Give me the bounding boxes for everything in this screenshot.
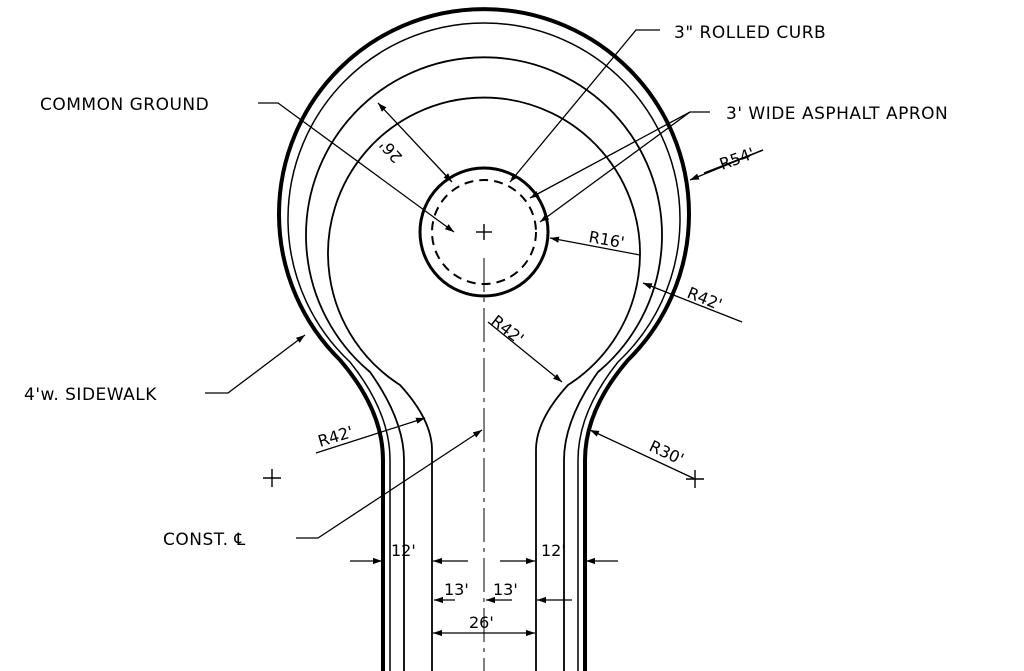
const-cl-label: CONST. ℄ [163, 530, 246, 550]
sidewalk-label: 4'w. SIDEWALK [24, 385, 157, 405]
common-ground-label: COMMON GROUND [40, 95, 209, 115]
r54-underline [703, 149, 764, 174]
rolled-curb-label: 3" ROLLED CURB [674, 23, 826, 43]
r16-leader [549, 236, 641, 256]
outer-sidewalk-edge [277, 7, 691, 671]
w13-left-label: 13' [444, 580, 469, 599]
r54-label: R54' [717, 144, 757, 174]
r42-left-leader [315, 417, 426, 454]
asphalt-apron-label: 3' WIDE ASPHALT APRON [726, 104, 948, 124]
w12-left-label: 12' [391, 541, 416, 560]
w12-right-label: 12' [541, 541, 566, 560]
r42-right-label: R42' [685, 283, 725, 314]
r30-label: R30' [646, 436, 687, 468]
r30-leader [589, 429, 696, 480]
d26-diag-label: 26' [376, 136, 407, 167]
r42-center-leader [487, 321, 563, 383]
rolled-curb-leader [509, 29, 660, 183]
asphalt-apron-leader-2 [539, 111, 691, 223]
sidewalk-inner-edge [287, 22, 681, 671]
r16-label: R16' [587, 227, 626, 252]
radius-point-left [263, 469, 281, 487]
r42-right-leader [642, 282, 743, 323]
curb-line [305, 56, 663, 671]
common-ground-leader [258, 102, 455, 233]
const-cl-leader [296, 429, 483, 539]
r42-center-label: R42' [488, 311, 528, 348]
sidewalk-leader [205, 334, 306, 394]
w26-label: 26' [469, 613, 494, 632]
center-island-curb [418, 166, 550, 298]
pavement-edge [327, 96, 641, 671]
w13-right-label: 13' [493, 580, 518, 599]
d26-dimension-line [377, 102, 453, 183]
